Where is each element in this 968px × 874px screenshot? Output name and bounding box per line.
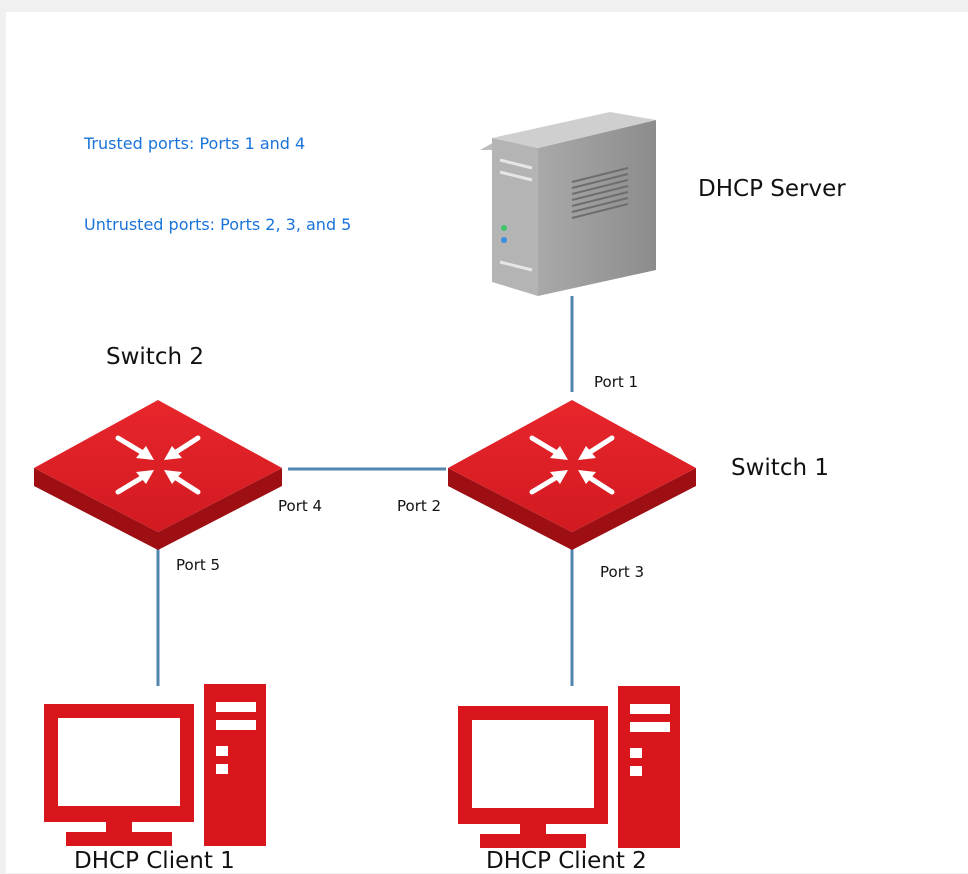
port2-label: Port 2 — [397, 497, 442, 515]
server-label: DHCP Server — [698, 176, 846, 202]
port1-label: Port 1 — [594, 373, 639, 391]
links — [156, 296, 574, 686]
switch1-icon — [448, 400, 696, 550]
switch2-label: Switch 2 — [106, 344, 204, 370]
port4-label: Port 4 — [278, 497, 323, 515]
trusted-ports-legend: Trusted ports: Ports 1 and 4 — [84, 134, 306, 153]
client2-pc-icon — [458, 686, 680, 848]
port3-label: Port 3 — [600, 563, 645, 581]
untrusted-ports-legend: Untrusted ports: Ports 2, 3, and 5 — [84, 215, 352, 234]
switch1-label: Switch 1 — [731, 455, 829, 481]
port5-label: Port 5 — [176, 556, 221, 574]
client1-label: DHCP Client 1 — [74, 848, 235, 874]
client2-label: DHCP Client 2 — [486, 848, 647, 874]
client1-pc-icon — [44, 684, 266, 846]
switch2-icon — [34, 400, 282, 550]
server-icon — [480, 112, 656, 296]
